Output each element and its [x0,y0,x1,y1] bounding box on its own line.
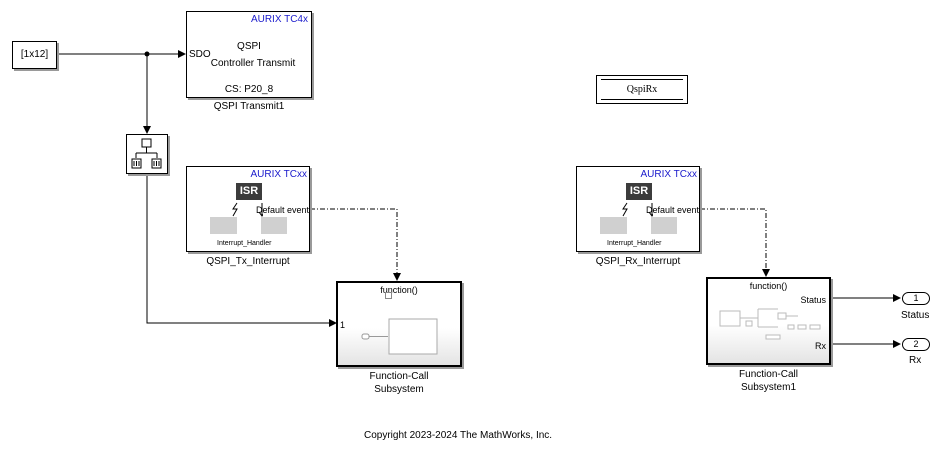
subsystem-name-line2[interactable]: Subsystem [374,384,424,395]
tx-lightning-icon [232,202,263,217]
data-conversion-block[interactable] [126,134,168,174]
tx-interrupt-handler: Interrupt_Handler [217,240,272,247]
tx-isr-badge: ISR [236,183,262,200]
transmit-title-line1: QSPI [237,41,261,52]
constant-value: [1x12] [20,49,49,60]
tx-interrupt-block[interactable]: AURIX TCxx ISR Default event Interrupt_H… [186,166,310,252]
subsystem1-trigger-label: function() [749,281,788,291]
rx-interrupt-block[interactable]: AURIX TCxx ISR Default event Interrupt_H… [576,166,700,252]
tx-isr-text: ISR [239,185,259,197]
qspirx-bottom-rule [601,99,683,100]
function-call-subsystem[interactable]: function() 1 [336,281,462,367]
outport-rx-number: 2 [913,339,919,349]
rx-isr-badge: ISR [626,183,652,200]
outport-status[interactable]: 1 [902,292,930,305]
transmit-title-line2: Controller Transmit [210,58,296,69]
wire-rx-event [700,208,770,277]
outport-rx[interactable]: 2 [902,338,930,351]
conversion-icon [131,138,162,169]
tx-handler-box-left [210,217,237,234]
constant-block[interactable]: [1x12] [12,41,57,69]
rx-handler-box-right [651,217,677,234]
rx-interrupt-handler: Interrupt_Handler [607,240,662,247]
outport-rx-name[interactable]: Rx [909,355,922,366]
rx-interrupt-vendor: AURIX TCxx [640,169,698,180]
rx-default-event: Default event [646,205,700,215]
qspirx-top-rule [601,79,683,80]
qspirx-text: QspiRx [626,84,658,95]
function-call-subsystem1[interactable]: function() Status Rx [706,277,831,365]
subsystem-in-port-label: 1 [340,320,346,330]
subsystem1-out1-label: Status [800,295,826,305]
qspi-transmit-block[interactable]: AURIX TC4x SDO QSPI Controller Transmit … [186,11,312,98]
qspirx-block[interactable]: QspiRx [596,75,688,104]
wire-converter-to-subsystem [146,174,337,327]
copyright-text: Copyright 2023-2024 The MathWorks, Inc. [364,430,553,441]
tx-interrupt-vendor: AURIX TCxx [250,169,308,180]
rx-isr-text: ISR [629,185,649,197]
subsystem1-out2-label: Rx [815,341,826,351]
subsystem1-name-line2[interactable]: Subsystem1 [740,382,797,393]
subsystem-preview-icon [361,318,438,355]
transmit-vendor: AURIX TC4x [250,14,308,25]
wire-tx-event [310,208,401,281]
transmit-cs: CS: P20_8 [224,84,274,95]
rx-handler-box-left [600,217,627,234]
transmit-input-port: SDO [189,49,211,60]
subsystem-trigger-port [385,292,392,299]
subsystem-trigger-label: function() [380,285,418,295]
qspi-transmit-name[interactable]: QSPI Transmit1 [213,101,285,112]
tx-interrupt-name[interactable]: QSPI_Tx_Interrupt [206,256,290,267]
outport-status-number: 1 [913,293,919,303]
outport-status-name[interactable]: Status [901,310,930,321]
tx-default-event: Default event [256,205,310,215]
rx-lightning-icon [622,202,653,217]
subsystem-name-line1[interactable]: Function-Call [369,371,429,382]
subsystem1-preview-icon [719,308,821,340]
subsystem1-name-line1[interactable]: Function-Call [739,369,798,380]
rx-interrupt-name[interactable]: QSPI_Rx_Interrupt [595,256,681,267]
tx-handler-box-right [261,217,287,234]
